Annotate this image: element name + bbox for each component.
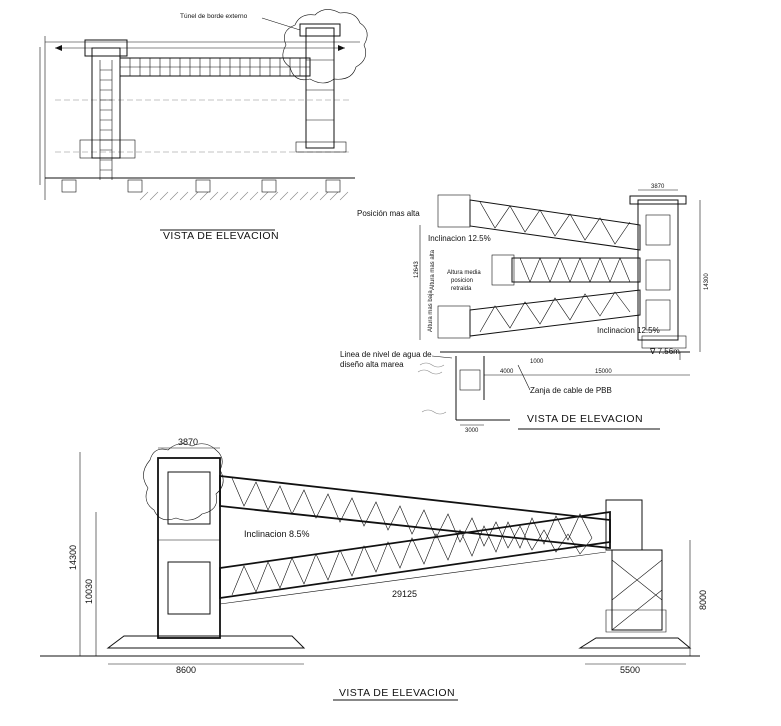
dim-3870-bottom: 3870 bbox=[178, 437, 198, 447]
mid-height-label-3: retraida bbox=[451, 286, 472, 292]
incline-bottom-label: Inclinacion 12.5% bbox=[597, 326, 660, 335]
dim-15000: 15000 bbox=[595, 369, 612, 375]
top-elevation-view: Túnel de borde externo VISTA DE ELEVACIO… bbox=[39, 9, 368, 242]
cable-trench-label: Zanja de cable de PBB bbox=[530, 386, 612, 395]
mid-height-label-2: posicion bbox=[451, 278, 473, 284]
water-line-label-1: Linea de nivel de agua de bbox=[340, 350, 432, 359]
bottom-view-title: VISTA DE ELEVACION bbox=[339, 687, 455, 699]
top-view-title: VISTA DE ELEVACION bbox=[163, 230, 279, 242]
tunnel-callout: Túnel de borde externo bbox=[180, 13, 248, 20]
dim-8600: 8600 bbox=[176, 665, 196, 675]
middle-view-title: VISTA DE ELEVACION bbox=[527, 413, 643, 425]
dim-12643: 12643 bbox=[414, 261, 420, 278]
dim-1000: 1000 bbox=[530, 359, 544, 365]
highest-height-label: Altura mas alta bbox=[430, 249, 436, 290]
dim-29125: 29125 bbox=[392, 589, 417, 599]
level-7-56: ∇ 7.56m bbox=[649, 347, 680, 356]
bottom-elevation-view: 3870 14300 10030 Inclinacion 8.5% 29125 … bbox=[40, 437, 708, 701]
dim-5500: 5500 bbox=[620, 665, 640, 675]
lowest-height-label: Altura mas baja bbox=[428, 290, 434, 332]
dim-3000: 3000 bbox=[465, 428, 479, 434]
highest-position-label: Posición mas alta bbox=[357, 209, 420, 218]
dim-4000: 4000 bbox=[500, 369, 514, 375]
incline-top-label: Inclinacion 12.5% bbox=[428, 234, 491, 243]
mid-height-label-1: Altura media bbox=[447, 270, 481, 276]
dim-14300-mid: 14300 bbox=[704, 273, 710, 290]
middle-elevation-view: Posición mas alta Inclinacion 12.5% Incl… bbox=[340, 184, 710, 434]
dim-10030: 10030 bbox=[84, 579, 94, 604]
dim-8000: 8000 bbox=[698, 590, 708, 610]
water-line-label-2: diseño alta marea bbox=[340, 360, 404, 369]
dim-3870-mid: 3870 bbox=[651, 184, 665, 190]
dim-14300-bottom: 14300 bbox=[68, 545, 78, 570]
incline-bottom-view: Inclinacion 8.5% bbox=[244, 529, 310, 539]
